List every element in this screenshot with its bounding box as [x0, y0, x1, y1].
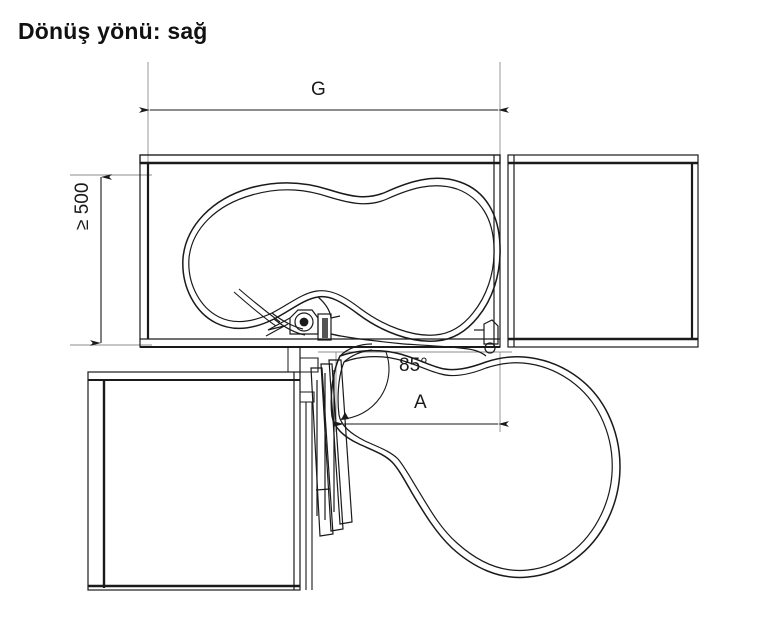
pivot-hinge-mechanism	[267, 309, 341, 341]
pullout-slide-rails	[310, 359, 353, 537]
front-filler-strips	[300, 357, 319, 590]
dimension-label-height: ≥ 500	[72, 182, 93, 230]
dimension-label-angle: 85°	[399, 355, 428, 376]
right-pivot-hinge	[474, 319, 499, 354]
angle-arc	[340, 351, 390, 420]
lower-shelf-support-arm	[339, 343, 487, 363]
lower-left-cabinet	[87, 347, 301, 591]
linkage-bars	[233, 288, 291, 337]
upper-shelf-arm	[271, 296, 405, 345]
right-cabinet	[507, 154, 699, 348]
dimension-lines	[90, 107, 509, 427]
dimension-label-depth: A	[414, 392, 427, 413]
upper-left-cabinet	[139, 154, 501, 348]
page-title: Dönüş yönü: sağ	[18, 18, 208, 44]
witness-lines	[70, 62, 512, 432]
upper-corner-shelf	[182, 177, 501, 342]
lower-swivel-shelf	[330, 349, 621, 579]
dimension-label-width: G	[311, 79, 326, 100]
